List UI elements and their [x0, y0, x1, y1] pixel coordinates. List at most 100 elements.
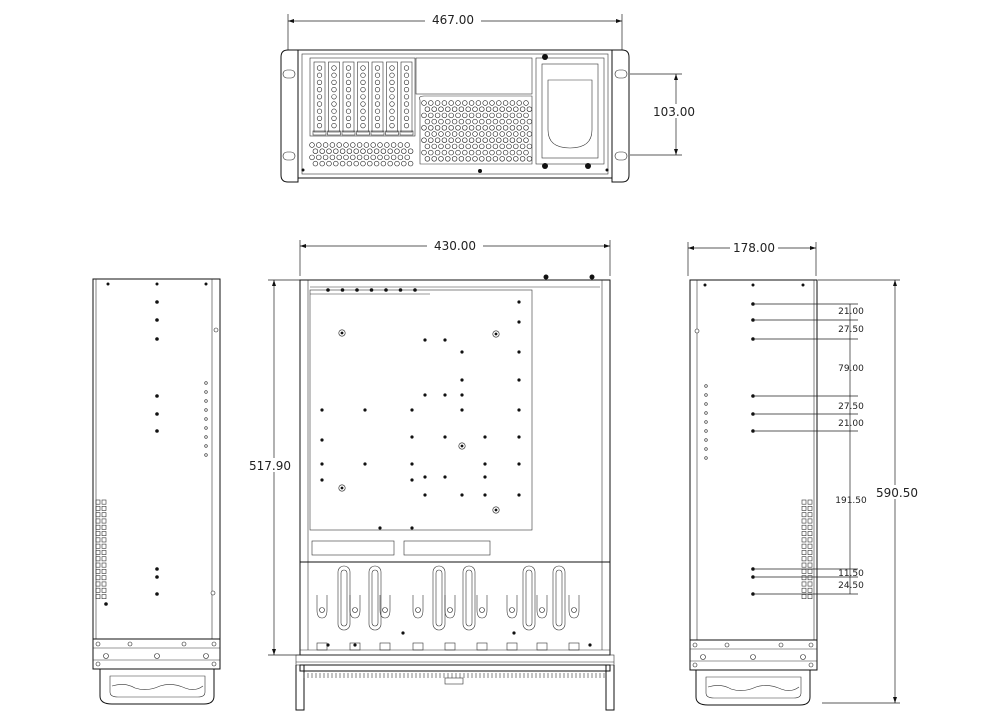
vent-slot [807, 512, 813, 518]
hole [403, 79, 410, 85]
hole [472, 131, 478, 137]
hole [373, 148, 380, 154]
vent-slot [101, 531, 107, 536]
latch-foot [349, 642, 361, 651]
hole [434, 137, 441, 143]
hole [445, 118, 451, 125]
vent-slot [101, 512, 107, 518]
hole [363, 462, 367, 466]
hole [331, 122, 337, 129]
hole [485, 143, 492, 150]
hole [499, 118, 505, 125]
hole [438, 106, 444, 112]
hole [513, 131, 519, 137]
hole [455, 112, 461, 119]
hole [434, 149, 441, 156]
vent-slot [801, 556, 807, 562]
drive-bay-rails [316, 565, 592, 651]
hole [356, 142, 363, 148]
vent-slot [101, 550, 107, 555]
hole [516, 100, 522, 106]
hole [472, 118, 478, 125]
vent-slot [807, 587, 813, 593]
hole [360, 108, 366, 114]
hole [519, 156, 526, 162]
hole [204, 444, 208, 448]
hole [448, 149, 454, 156]
hole [407, 148, 414, 154]
hole [367, 148, 373, 154]
vent-slot [807, 499, 813, 505]
hole [704, 456, 708, 460]
hole [356, 154, 363, 161]
dim-side-width: 178.00 [733, 241, 775, 255]
drive-latch [316, 595, 328, 619]
hole [353, 148, 359, 154]
vent-slot [807, 550, 813, 555]
hole [445, 143, 451, 150]
hole [506, 118, 512, 125]
vent-slot [101, 575, 107, 581]
hole [370, 142, 376, 148]
hole [374, 108, 381, 114]
hole [374, 86, 381, 93]
vent-slot [101, 537, 107, 543]
hole [516, 112, 522, 119]
hole [384, 142, 390, 148]
hole [496, 100, 502, 106]
hole [526, 156, 533, 162]
vent-slot [807, 543, 813, 549]
hole [316, 65, 323, 71]
hole [460, 350, 464, 354]
hole [155, 300, 159, 304]
hole [468, 125, 475, 131]
rail-inner [465, 569, 473, 627]
hole [397, 154, 404, 161]
hole [401, 160, 407, 167]
hole [343, 154, 349, 161]
hole [485, 131, 492, 137]
hole [509, 100, 516, 106]
hole [465, 118, 471, 125]
hole [345, 108, 352, 114]
vent-slot [101, 543, 107, 549]
rail [432, 565, 446, 631]
hole [458, 156, 465, 162]
hole [421, 125, 427, 131]
dim-front-width: 467.00 [432, 13, 474, 27]
hole [523, 149, 529, 156]
hole [462, 125, 468, 131]
hole [441, 100, 448, 106]
hole [519, 118, 526, 125]
vent-slot [101, 568, 107, 574]
hole [360, 94, 366, 100]
hole [331, 101, 337, 107]
hole [482, 100, 488, 106]
hole [455, 137, 461, 143]
hole [374, 94, 381, 100]
slot-screws [326, 288, 417, 292]
hole [502, 112, 509, 119]
hole [343, 142, 349, 148]
hole [704, 402, 708, 406]
hole [509, 112, 516, 119]
hole [523, 112, 529, 119]
hole [506, 106, 512, 112]
hole [485, 106, 492, 112]
hole [751, 318, 755, 322]
vent-slot [801, 518, 807, 524]
hole [492, 106, 499, 112]
hole [322, 154, 329, 161]
hole [410, 435, 414, 439]
hole [326, 148, 332, 154]
hole [443, 435, 447, 439]
hole [403, 72, 410, 78]
hole [506, 143, 512, 150]
hole [434, 125, 441, 131]
vent-slot [801, 512, 807, 518]
slot-tab [399, 130, 414, 136]
hole [445, 156, 451, 162]
hole [336, 142, 342, 148]
vent-slot [101, 594, 107, 599]
